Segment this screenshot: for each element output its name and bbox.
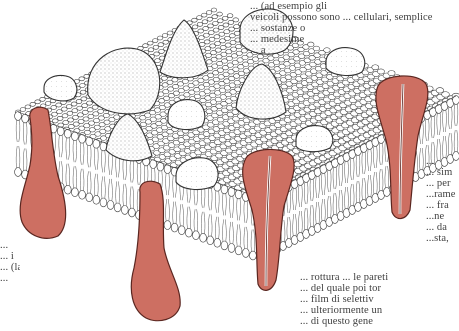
peripheral-protein-sphere-top: [240, 9, 293, 54]
peripheral-protein-right-top: [326, 48, 365, 76]
peripheral-protein-right-mid: [296, 126, 333, 152]
peripheral-protein-center: [168, 100, 205, 130]
peripheral-protein-small-left: [44, 76, 77, 101]
peripheral-protein-dome-large: [88, 48, 160, 114]
